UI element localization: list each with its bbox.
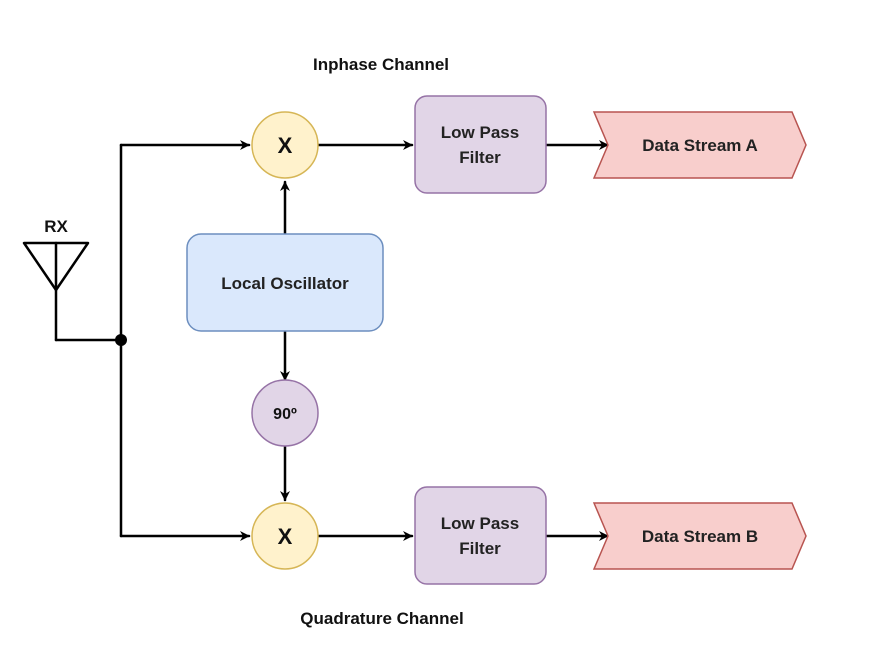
- mixer-quadrature-symbol: X: [278, 524, 293, 549]
- lpf-inphase-box: [414, 95, 547, 194]
- lpf-inphase-block: Low Pass Filter: [414, 95, 547, 194]
- output-b-block: Data Stream B: [592, 502, 807, 570]
- phase-shifter-block: 90º: [251, 379, 319, 447]
- mixer-inphase: X: [251, 111, 319, 179]
- output-a-shape: [592, 111, 807, 179]
- local-oscillator-block: Local Oscillator: [186, 233, 384, 332]
- inphase-channel-label: Inphase Channel: [313, 55, 449, 74]
- lpf-inphase-label-line1: Low Pass: [441, 123, 519, 142]
- junction-dot: [115, 334, 127, 346]
- output-b-label: Data Stream B: [642, 527, 758, 546]
- phase-shifter-label: 90º: [273, 406, 297, 423]
- output-a-label: Data Stream A: [642, 136, 758, 155]
- mixer-inphase-symbol: X: [278, 133, 293, 158]
- quadrature-channel-label: Quadrature Channel: [300, 609, 463, 628]
- rx-label: RX: [44, 217, 68, 236]
- phase-shifter-circle: [251, 379, 319, 447]
- mixer-inphase-circle: [251, 111, 319, 179]
- lpf-quadrature-block: Low Pass Filter: [414, 486, 547, 585]
- antenna-icon: [22, 241, 90, 342]
- local-oscillator-label: Local Oscillator: [221, 274, 349, 293]
- lpf-quadrature-box: [414, 486, 547, 585]
- mixer-quadrature: X: [251, 502, 319, 570]
- output-b-shape: [592, 502, 807, 570]
- signal-wires: [54, 140, 610, 541]
- lpf-quadrature-label-line1: Low Pass: [441, 514, 519, 533]
- mixer-quadrature-circle: [251, 502, 319, 570]
- lpf-quadrature-label-line2: Filter: [459, 539, 501, 558]
- lpf-inphase-label-line2: Filter: [459, 148, 501, 167]
- local-oscillator-box: [186, 233, 384, 332]
- output-a-block: Data Stream A: [592, 111, 807, 179]
